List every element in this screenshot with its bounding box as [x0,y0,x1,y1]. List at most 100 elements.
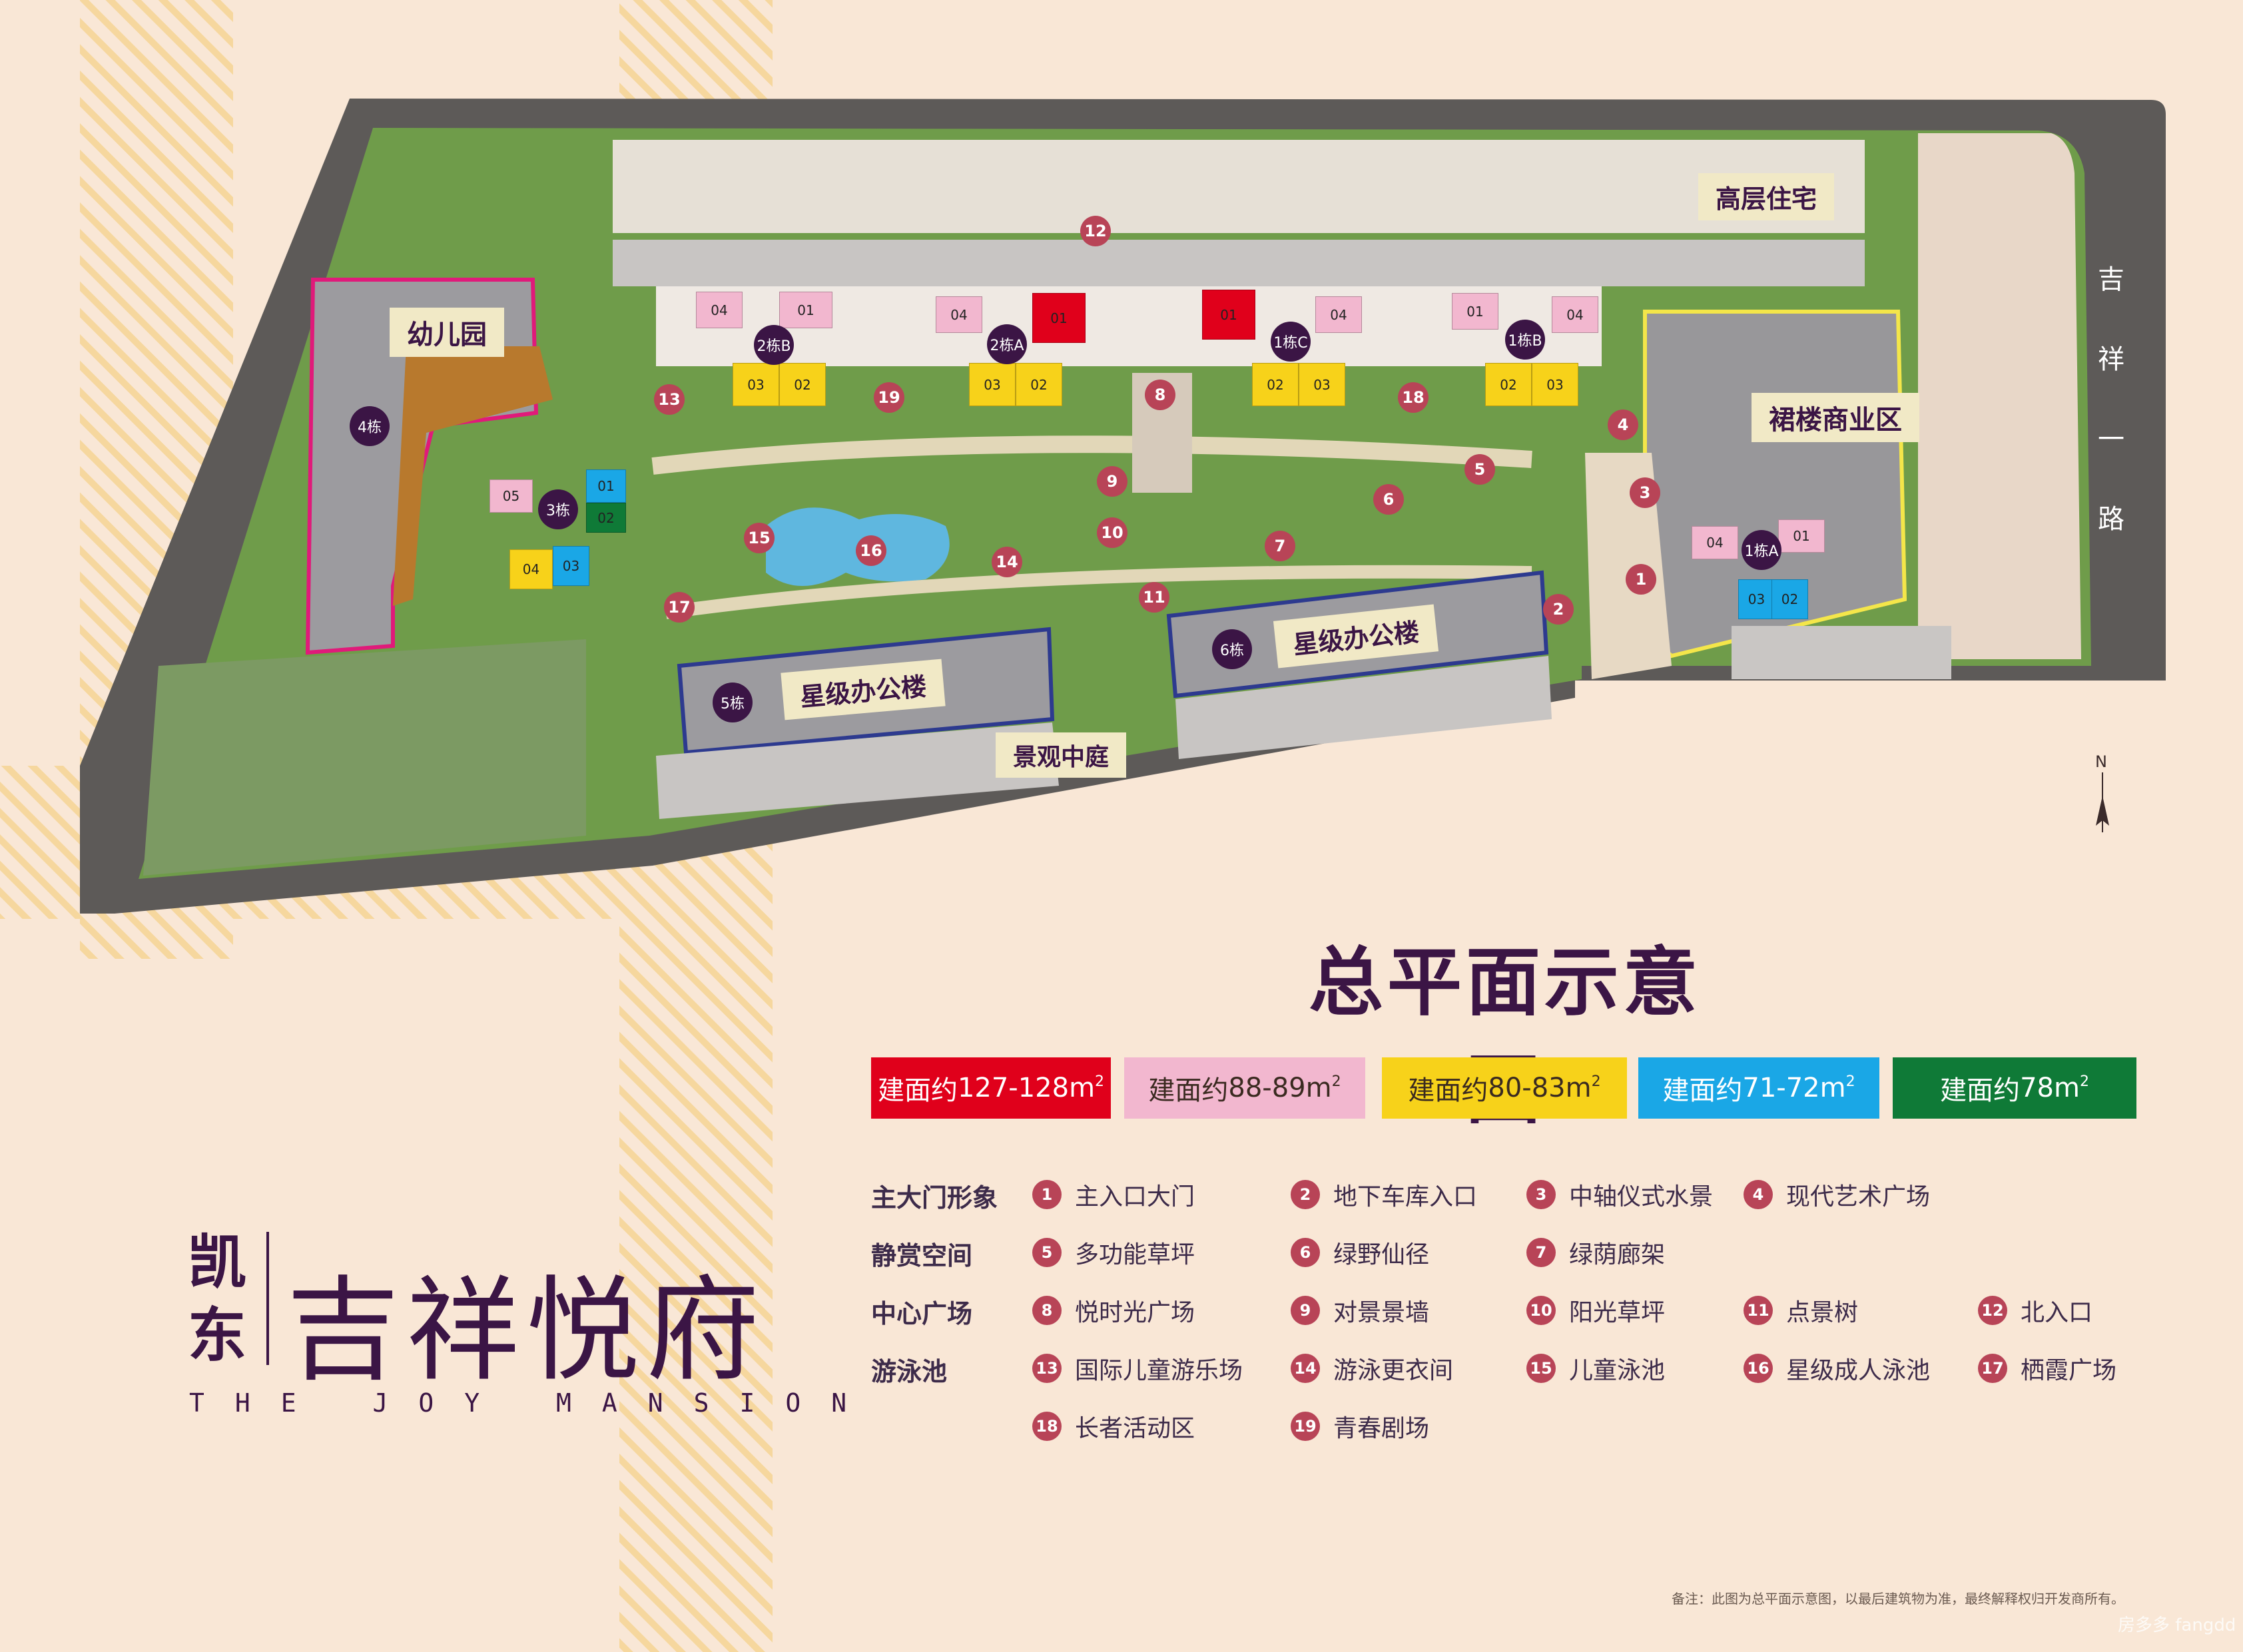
legend-number-badge: 17 [1978,1354,2007,1383]
brand-company-char: 东 [188,1300,247,1370]
legend-item-11: 11 点景树 [1744,1293,1858,1328]
map-point-6: 6 [1373,484,1404,515]
legend-item-10: 10 阳光草坪 [1526,1293,1665,1328]
legend-label: 绿荫廊架 [1569,1241,1666,1268]
kindergarten-playground [393,346,553,606]
legend-label: 游泳更衣间 [1333,1357,1454,1384]
tower-unit: 03 [553,546,589,586]
map-point-1: 1 [1626,564,1656,595]
swatch-unit-sup: 2 [2079,1073,2089,1090]
tower-unit: 02 [1252,363,1299,406]
legend-item-8: 8 悦时光广场 [1032,1293,1195,1328]
legend-number-badge: 5 [1032,1238,1062,1267]
legend-number-badge: 4 [1744,1180,1773,1209]
tower-unit: 01 [1032,293,1086,343]
legend-number-badge: 15 [1526,1354,1556,1383]
tower-unit: 05 [489,479,533,513]
legend-label: 对景景墙 [1333,1299,1430,1326]
swatch-prefix: 建面约 [1148,1075,1229,1106]
swatch-prefix: 建面约 [877,1075,958,1106]
road-char: 祥 [2098,344,2124,375]
building-badge-b5: 5栋 [713,683,753,722]
tower-unit: 03 [733,363,779,406]
map-point-8: 8 [1145,380,1175,410]
east-plaza [1918,133,2081,659]
tower-unit: 04 [1692,526,1738,559]
legend-label: 多功能草坪 [1075,1241,1195,1268]
north-compass [2096,772,2109,832]
tower-unit: 03 [1299,363,1345,406]
building-badge-b1b: 1栋B [1505,320,1545,360]
podium-commercial-label: 裙楼商业区 [1752,393,1919,442]
legend-label: 地下车库入口 [1333,1183,1478,1211]
tower-unit: 04 [696,292,743,328]
legend-label: 点景树 [1786,1299,1859,1326]
swatch-unit-sup: 2 [1095,1073,1105,1090]
legend-number-badge: 14 [1291,1354,1320,1383]
legend-item-15: 15 儿童泳池 [1526,1351,1665,1386]
office-5-shops [656,722,1059,819]
map-point-2: 2 [1543,594,1574,625]
map-point-15: 15 [744,523,775,553]
brand-divider [266,1232,269,1365]
road-char: 路 [2098,504,2124,535]
legend-item-5: 5 多功能草坪 [1032,1235,1195,1270]
building-badge-b2a: 2栋A [987,324,1027,364]
category-quiet-space: 静赏空间 [871,1241,973,1270]
tower-unit: 03 [1532,363,1578,406]
building-badge-b4: 4栋 [350,406,390,446]
swatch-unit-sup: 2 [1845,1073,1855,1090]
watermark: 房多多 fangdd [2118,1615,2236,1635]
legend-number-badge: 3 [1526,1180,1556,1209]
tower-unit: 01 [1452,293,1498,330]
disclaimer-note: 备注：此图为总平面示意图，以最后建筑物为准，最终解释权归开发商所有。 [1672,1591,2124,1607]
tower-unit: 04 [1315,296,1362,333]
map-point-16: 16 [856,535,886,566]
kindergarten-label: 幼儿园 [390,308,504,357]
legend-number-badge: 13 [1032,1354,1062,1383]
brand-english: THE JOY MANSION [189,1388,878,1418]
legend-label: 悦时光广场 [1075,1299,1195,1326]
swatch-prefix: 建面约 [1662,1075,1743,1106]
legend-number-badge: 10 [1526,1296,1556,1325]
tower-unit: 01 [1778,519,1825,553]
map-point-10: 10 [1097,517,1127,548]
north-label: N [2095,752,2107,771]
legend-label: 栖霞广场 [2021,1357,2117,1384]
brand-company: 凯 东 [188,1225,246,1372]
swatch-prefix: 建面约 [1940,1075,2021,1106]
tower-unit: 01 [1202,290,1255,340]
legend-number-badge: 16 [1744,1354,1773,1383]
tower-unit: 02 [779,363,826,406]
site-greenery [139,128,2091,879]
map-point-12: 12 [1080,216,1111,246]
map-point-4: 4 [1608,410,1638,440]
tower-unit: 03 [969,363,1016,406]
legend-label: 阳光草坪 [1569,1299,1666,1326]
legend-number-badge: 1 [1032,1180,1062,1209]
tower-unit: 04 [936,296,982,333]
office-6-shops [1175,656,1552,759]
legend-label: 儿童泳池 [1569,1357,1666,1384]
legend-number-badge: 19 [1291,1412,1320,1441]
legend-number-badge: 12 [1978,1296,2007,1325]
building-badge-b2b: 2栋B [754,325,794,365]
legend-number-badge: 8 [1032,1296,1062,1325]
map-point-17: 17 [664,592,695,623]
map-point-5: 5 [1464,454,1495,485]
swatch-value: 71-72m [1742,1073,1846,1103]
building-badge-b1c: 1栋C [1271,322,1311,362]
map-point-3: 3 [1630,477,1660,508]
legend-number-badge: 11 [1744,1296,1773,1325]
map-point-18: 18 [1398,382,1429,413]
brand-project: 吉祥悦府 [286,1265,767,1397]
